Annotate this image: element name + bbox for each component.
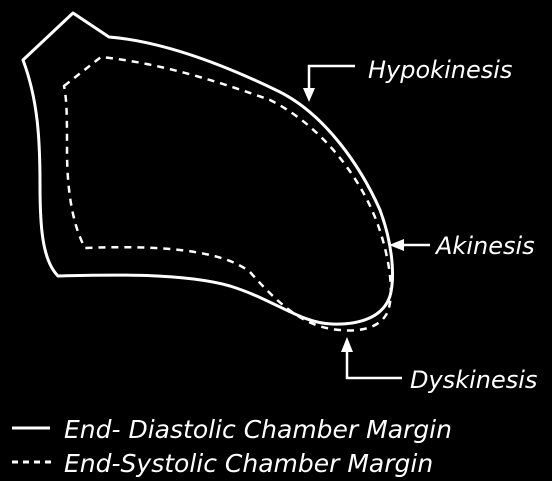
dyskinesis-arrow [341, 337, 402, 378]
legend: End- Diastolic Chamber Margin End-Systol… [12, 415, 452, 478]
end-diastolic-margin [23, 13, 393, 324]
akinesis-label: Akinesis [434, 232, 535, 260]
dyskinesis-label: Dyskinesis [410, 366, 537, 394]
legend-solid-label: End- Diastolic Chamber Margin [64, 415, 452, 444]
hypokinesis-label: Hypokinesis [368, 56, 512, 84]
legend-dashed-label: End-Systolic Chamber Margin [64, 449, 433, 478]
akinesis-arrow [389, 239, 430, 251]
hypokinesis-arrow [303, 66, 355, 102]
end-systolic-margin [64, 57, 391, 330]
